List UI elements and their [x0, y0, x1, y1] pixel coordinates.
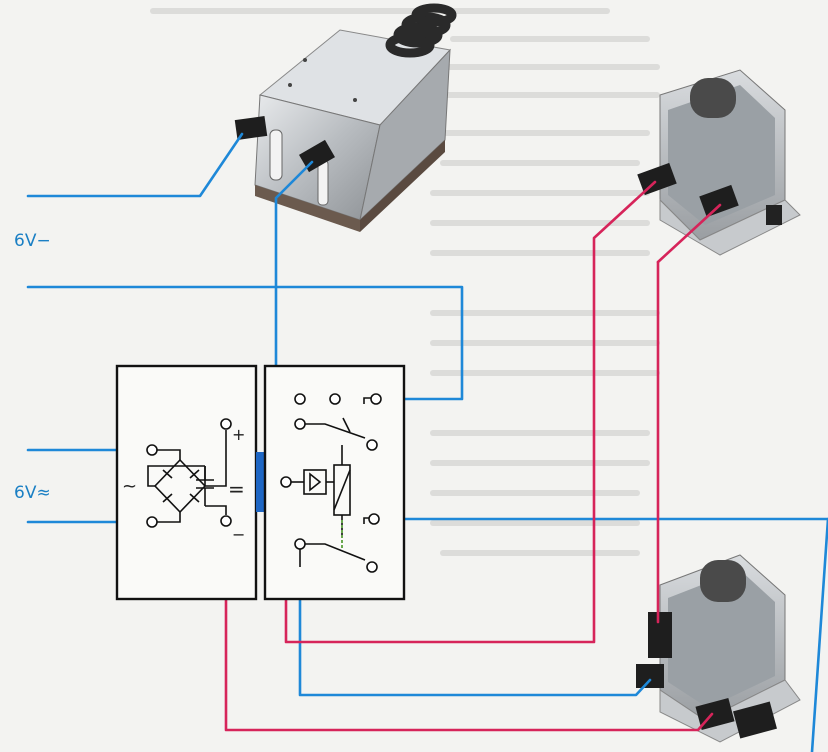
wire-red-supply-minus	[224, 524, 714, 732]
ac-supply-label: 6V≈	[14, 483, 51, 503]
connector-top-a	[637, 162, 677, 196]
solenoid-device	[254, 3, 457, 232]
plus-symbol: +	[232, 425, 245, 444]
connector-bottom-d	[733, 701, 777, 739]
wire-right-edge-down	[810, 517, 828, 752]
connector-bottom-a	[648, 612, 672, 658]
relay-panel	[263, 364, 406, 601]
connector-bottom-b	[636, 664, 664, 688]
wire-dc-input-1	[26, 132, 244, 198]
ac-tilde-symbol: ~	[122, 476, 137, 497]
minus-symbol: −	[232, 525, 245, 544]
connector-top-b	[699, 184, 739, 218]
coupling-bar	[256, 452, 265, 512]
background-text-block	[150, 8, 660, 556]
dc-supply-label: 6V−	[14, 231, 51, 251]
rectifier-panel: + − ~ =	[115, 364, 258, 601]
connector-solenoid-b	[299, 139, 335, 173]
wire-dc-input-2	[26, 285, 464, 401]
contact-device-top	[659, 69, 801, 256]
spring-coil	[385, 3, 457, 58]
wire-red-contact-top-b	[656, 203, 722, 264]
dc-equals-symbol: =	[228, 477, 245, 501]
wire-relay-to-contact-bottom-a	[298, 565, 652, 697]
